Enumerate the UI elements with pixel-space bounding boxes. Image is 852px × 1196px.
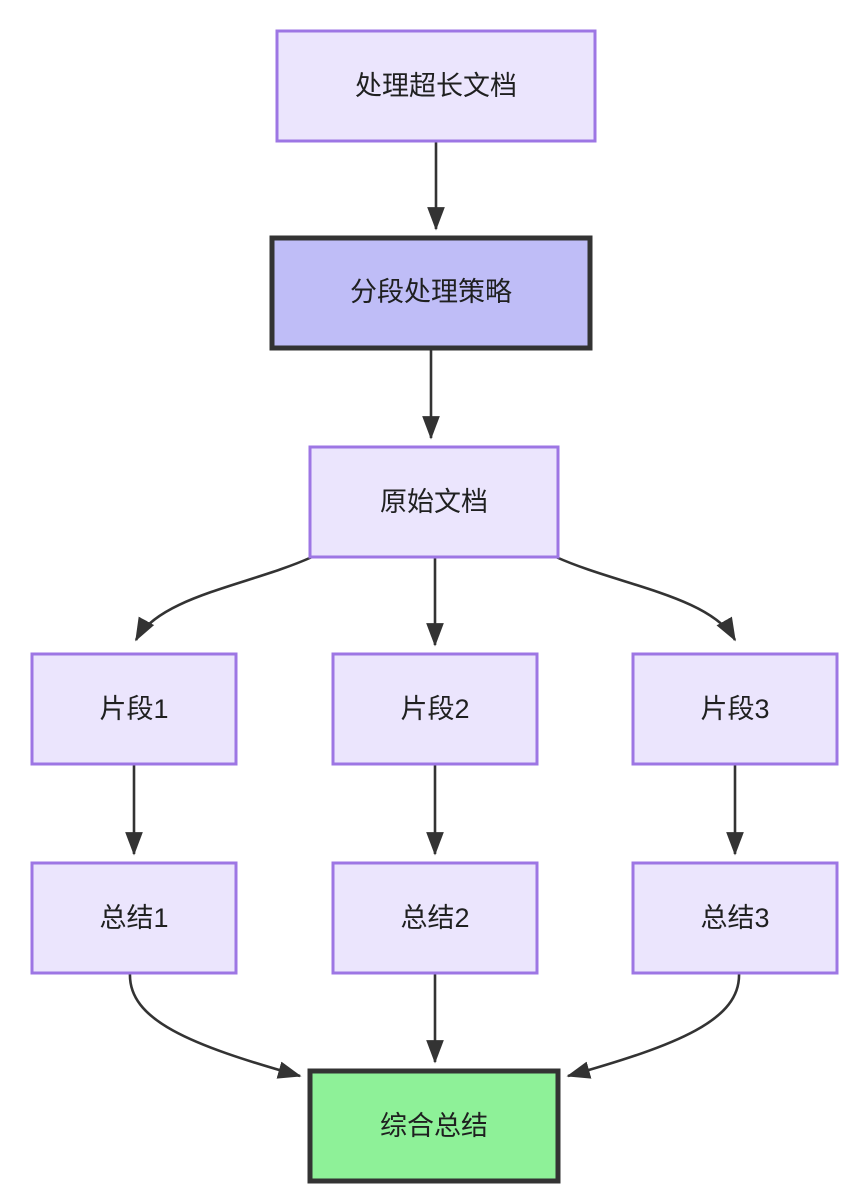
node-summary-3[interactable]: 总结3 xyxy=(631,861,839,975)
node-box xyxy=(30,652,238,766)
node-source-document[interactable]: 原始文档 xyxy=(308,445,560,559)
node-label: 综合总结 xyxy=(380,1111,488,1141)
node-summary-2[interactable]: 总结2 xyxy=(331,861,539,975)
node-box xyxy=(308,445,560,559)
node-label: 处理超长文档 xyxy=(355,71,517,101)
node-process-long-document[interactable]: 处理超长文档 xyxy=(275,29,597,143)
node-label: 总结2 xyxy=(400,903,469,933)
node-label: 片段3 xyxy=(700,694,769,724)
node-label: 片段2 xyxy=(400,694,469,724)
node-layer: 处理超长文档 分段处理策略 原始文档 片段1 片段2 片段3 xyxy=(30,29,839,1184)
node-summary-1[interactable]: 总结1 xyxy=(30,861,238,975)
edge-source-to-seg1 xyxy=(134,555,313,642)
node-segmented-strategy[interactable]: 分段处理策略 xyxy=(269,235,593,351)
node-box xyxy=(307,1068,561,1184)
edge-sum1-to-final xyxy=(128,972,302,1079)
node-label: 原始文档 xyxy=(380,487,488,517)
node-final-summary[interactable]: 综合总结 xyxy=(307,1068,561,1184)
node-box xyxy=(275,29,597,143)
node-box xyxy=(631,652,839,766)
edge-sum3-to-final xyxy=(566,972,741,1079)
node-segment-1[interactable]: 片段1 xyxy=(30,652,238,766)
node-box xyxy=(331,652,539,766)
edge-layer xyxy=(125,141,744,1079)
node-box xyxy=(30,861,238,975)
node-label: 总结1 xyxy=(99,903,168,933)
node-segment-2[interactable]: 片段2 xyxy=(331,652,539,766)
node-box xyxy=(269,235,593,351)
node-label: 片段1 xyxy=(99,694,168,724)
node-box xyxy=(631,861,839,975)
node-box xyxy=(331,861,539,975)
edge-source-to-seg3 xyxy=(555,555,737,642)
node-label: 总结3 xyxy=(700,903,769,933)
node-label: 分段处理策略 xyxy=(350,277,512,307)
node-segment-3[interactable]: 片段3 xyxy=(631,652,839,766)
